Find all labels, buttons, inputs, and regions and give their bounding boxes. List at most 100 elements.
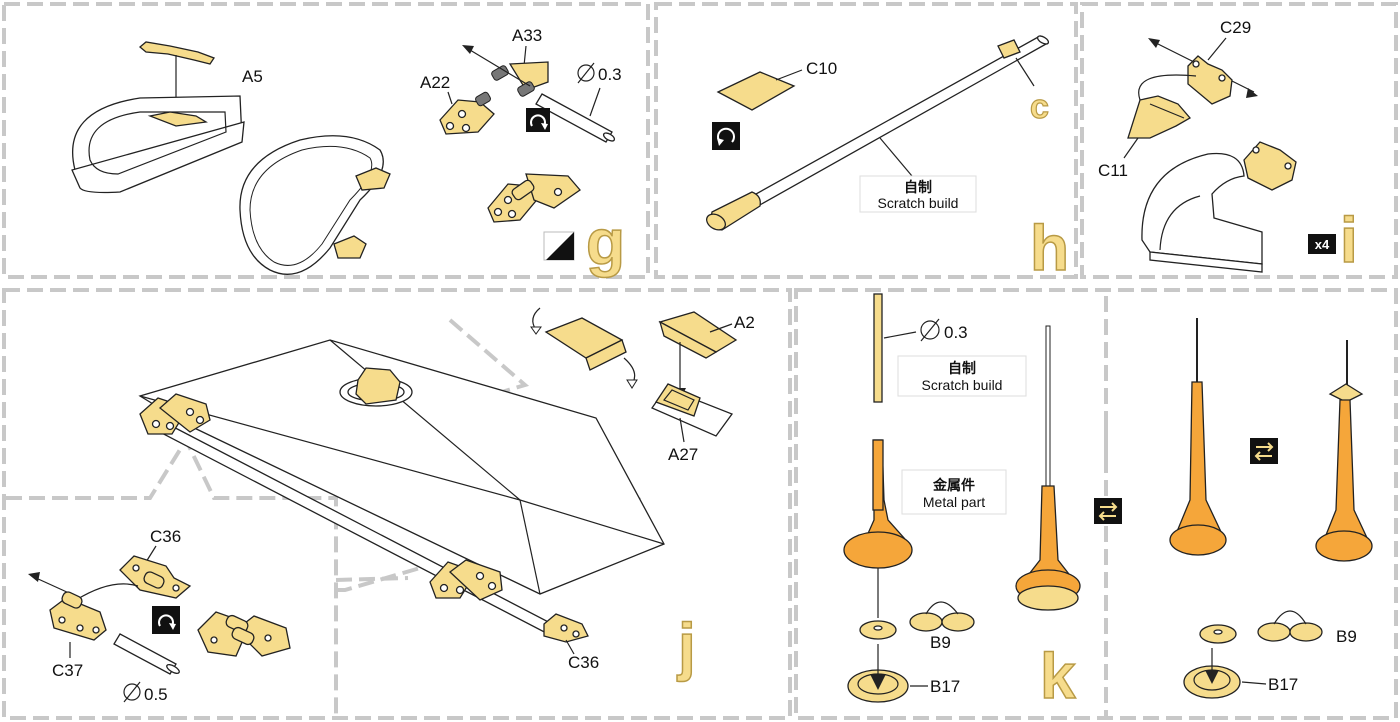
c29-bracket [1187,55,1233,105]
panel-k: 0.3 自制 Scratch build 金属件 Metal part B17 … [843,293,1373,713]
k-top-plate [1328,383,1364,403]
arrow-icon [1148,38,1160,48]
a27-window [663,389,695,411]
hole [507,209,517,219]
bend-icon [152,606,180,634]
bend-icon [626,379,638,389]
label-b17-left: B17 [930,677,960,696]
a5-strap [138,41,215,65]
arrow-icon [28,572,40,582]
b9-left-a [909,612,943,632]
frame-j [2,288,792,720]
leader-c29 [1207,37,1227,61]
label-a27: A27 [668,445,698,464]
i-fold-line [1138,74,1197,101]
frame-g [2,2,650,279]
step-letter-g: g [586,206,625,278]
k-wire-mid [1045,325,1051,487]
inset-pin [113,633,177,675]
note1-en-k: Scratch build [922,377,1003,393]
metal-note-box [901,469,1007,515]
swap-icon [1094,498,1122,524]
note2-en-k: Metal part [923,494,985,510]
b9-right-flip [1273,610,1307,625]
bend-icon-head [169,623,176,630]
panel-g: A5 A33 A22 0.3 [71,26,626,279]
hole [493,207,503,217]
hatch-side [71,121,245,194]
leader-a2 [709,323,733,333]
leader-c36-top [145,545,157,563]
leader-c [1015,57,1035,87]
inset-frame-j [6,435,338,718]
k-wire-top [873,293,883,403]
c11-part [1127,95,1192,139]
hole [1213,629,1223,635]
arrow-icon [1205,670,1219,684]
bend-icon [712,122,740,150]
frame-i [1080,2,1398,279]
h-rod-grip-end [706,213,726,231]
k-wire-right-a [1196,318,1198,382]
label-dia-j: 0.5 [144,685,168,704]
h-rod-end [1036,35,1050,45]
inset-wire [75,583,139,601]
multiplier-badge [1308,234,1336,254]
diameter-icon [123,681,141,703]
frame-h [654,2,1078,279]
k-base-right-b [1315,530,1373,562]
swap-icon-arrows [1098,502,1118,521]
note-cn-h: 自制 [904,179,932,196]
inset-pointer-j2 [336,566,421,592]
k-wire-right-b [1346,340,1348,396]
k-base-right-a [1169,524,1227,556]
wire-rod-end [602,132,616,142]
bend-icon [526,108,550,132]
j-hinge-left [139,393,211,435]
leader-a22 [447,91,453,105]
step-letter-i: i [1340,204,1358,276]
ring-hinge-top [355,167,391,191]
leader-c11 [1123,137,1139,159]
c10-plate [716,71,796,111]
bend-icon-head [717,138,724,146]
step-letter-j: j [677,610,696,682]
step-letter-h: h [1030,212,1069,284]
cut-icon-fill [546,232,574,260]
c11-detail [1149,103,1185,119]
label-c37: C37 [52,661,83,680]
hole [873,625,883,631]
label-c29: C29 [1220,18,1251,37]
label-a33: A33 [512,26,542,45]
frame-k [794,288,1398,720]
label-a2: A2 [734,313,755,332]
b9-right-a [1257,622,1291,642]
sub-letter-c: c [1030,88,1049,126]
hole [445,121,455,131]
b9-left-flip [925,601,959,615]
k-base-mid-plate [1017,585,1079,611]
k-mast-right-b [1323,399,1370,541]
label-c11: C11 [1098,161,1128,180]
leader-scratch-h [879,137,913,177]
turret-edge-2 [519,499,541,595]
hole [1192,60,1200,68]
a33-knuckle [491,65,509,81]
leader-dia-g [589,87,601,117]
leader-c10 [775,69,803,81]
turret-edge [329,339,521,501]
arrow-icon [462,45,474,54]
bend-icon-arrow [717,127,735,143]
panel-j: C36 A2 A27 C36 C37 [28,307,755,704]
h-clamp [997,39,1021,59]
label-b9-right: B9 [1336,627,1357,646]
hole [503,195,513,205]
i-handle-base [1149,251,1263,273]
arrow-icon [870,674,886,690]
leader-dia-k [883,331,917,339]
hole [461,123,471,133]
i-handle [1141,152,1263,265]
note2-cn-k: 金属件 [932,477,975,494]
leader-b17-right [1241,681,1267,685]
